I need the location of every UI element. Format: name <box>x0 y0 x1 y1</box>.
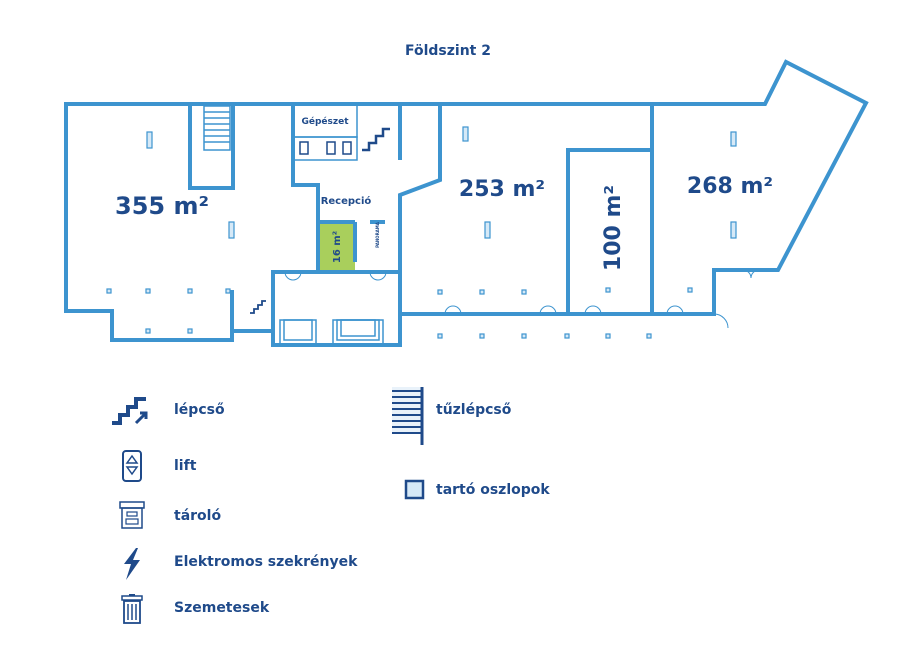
stairs-icon <box>112 397 148 425</box>
legend-label: Elektromos szekrények <box>174 554 358 570</box>
room-355-area: 355 m² <box>115 192 209 220</box>
stairs-icon <box>250 300 266 314</box>
legend-label: tároló <box>174 508 222 524</box>
storage-box-icon <box>119 501 145 529</box>
lift-row <box>292 136 358 161</box>
stairs-icon <box>362 127 390 152</box>
room-16-highlight <box>318 222 355 272</box>
fire-escape-stairs <box>203 105 231 151</box>
doors <box>284 269 760 329</box>
fire-escape-icon <box>392 387 424 445</box>
legend-label: lift <box>174 458 197 474</box>
core-walls <box>271 104 402 347</box>
legend-label: lépcső <box>174 402 225 418</box>
outer-wall <box>64 59 869 342</box>
fire-escape-walls <box>188 104 235 190</box>
column-square-icon <box>404 479 425 500</box>
legend-label: tűzlépcső <box>436 402 512 418</box>
recepcio-label: Recepció <box>321 195 372 207</box>
lift-icons <box>299 141 352 155</box>
trash-bin-icon <box>121 594 143 624</box>
support-columns <box>106 126 737 339</box>
room-253-area: 253 m² <box>459 177 545 202</box>
room-100-area: 100 m² <box>601 185 626 271</box>
entrance-stairs <box>279 319 384 345</box>
partition-253-100 <box>566 148 652 314</box>
room-16-area: 16 m² <box>332 231 343 263</box>
lift-icon <box>122 450 142 482</box>
floor-title: Földszint 2 <box>405 43 491 59</box>
gepeszet-label: Gépészet <box>301 116 349 127</box>
panorama-logo: PANORAMA <box>375 221 380 248</box>
legend-label: tartó oszlopok <box>436 482 550 498</box>
lightning-icon <box>124 548 140 580</box>
legend-label: Szemetesek <box>174 600 270 616</box>
room-268-area: 268 m² <box>687 174 773 199</box>
